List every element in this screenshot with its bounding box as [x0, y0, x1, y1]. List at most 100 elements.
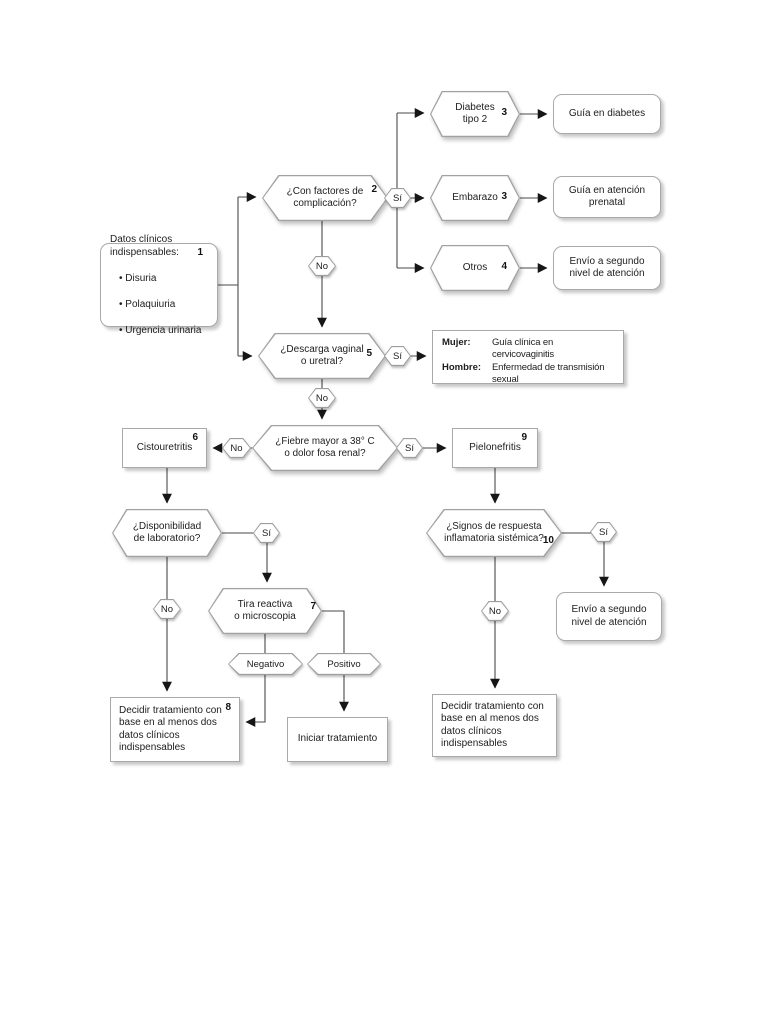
node-label: Iniciar tratamiento — [297, 733, 378, 745]
node-decidir-tratamiento-derecha: Decidir tratamiento con base en al menos… — [432, 694, 557, 757]
node-pielonefritis: 9 Pielonefritis — [452, 428, 538, 468]
pill-shape — [307, 653, 381, 675]
datos-item: • Urgencia urinaria — [119, 325, 202, 336]
connector-label: No — [160, 603, 174, 615]
node-decidir-tratamiento-izquierda: 8 Decidir tratamiento con base en al men… — [110, 697, 240, 762]
node-guia-en-diabetes: Guía en diabetes — [553, 94, 661, 134]
mujer-label: Mujer: — [442, 337, 471, 348]
decision-descarga-vaginal: ¿Descarga vaginal o uretral? 5 — [258, 333, 386, 379]
mujer-hombre-grid: Mujer: Guía clínica en cervicovaginitis … — [433, 331, 623, 392]
node-envio-segundo-nivel-2: Envío a segundo nivel de atención — [556, 592, 662, 641]
hexagon-shape — [430, 245, 520, 291]
connector-label: Sí — [262, 527, 271, 539]
node-number: 8 — [225, 702, 231, 713]
pill-shape — [590, 522, 617, 542]
pill-shape — [308, 388, 336, 408]
datos-content: Datos clínicos indispensables: • Disuria… — [101, 216, 207, 354]
connector-label: No — [230, 442, 243, 454]
node-datos-clinicos: 1 Datos clínicos indispensables: • Disur… — [100, 234, 218, 336]
decision-label: ¿Signos de respuesta inflamatoria sistém… — [444, 520, 544, 544]
connector-label: Sí — [405, 442, 414, 454]
pill-shape — [396, 438, 423, 458]
datos-title: Datos clínicos indispensables: — [110, 234, 179, 258]
node-number: 10 — [542, 535, 554, 546]
decision-diabetes-tipo-2: Diabetes tipo 2 3 — [430, 91, 520, 137]
node-number: 5 — [366, 348, 372, 359]
connector-si: Sí — [590, 522, 617, 542]
node-label: Envío a segundo nivel de atención — [571, 604, 647, 628]
node-label: Pielonefritis — [469, 441, 521, 453]
connector-label: Positivo — [327, 658, 361, 670]
mujer-text: Guía clínica en cervicovaginitis — [492, 337, 555, 361]
node-label: Guía en atención prenatal — [568, 184, 646, 209]
connector-label: Negativo — [246, 658, 285, 670]
node-envio-segundo-nivel-1: Envío a segundo nivel de atención — [553, 246, 661, 290]
decision-label: Embarazo — [452, 191, 498, 203]
node-label: Decidir tratamiento con base en al menos… — [119, 704, 222, 754]
decision-label: Tira reactiva o microscopia — [234, 598, 296, 623]
pill-shape — [153, 599, 181, 619]
node-label: Decidir tratamiento con base en al menos… — [441, 700, 544, 750]
hexagon-shape — [208, 588, 322, 634]
node-number: 3 — [501, 107, 507, 118]
node-label: Guía en diabetes — [568, 107, 646, 119]
connector-label: No — [315, 260, 329, 272]
node-number: 3 — [501, 191, 507, 202]
decision-disponibilidad-laboratorio: ¿Disponibilidad de laboratorio? — [112, 509, 222, 557]
pill-shape — [228, 653, 303, 675]
node-number: 4 — [501, 261, 507, 272]
hombre-text: Enfermedad de transmisión sexual — [492, 361, 605, 386]
connector-si: Sí — [384, 346, 411, 366]
decision-label: Diabetes tipo 2 — [455, 101, 495, 126]
node-number: 7 — [310, 601, 316, 612]
connector-si: Sí — [396, 438, 423, 458]
pill-shape — [222, 438, 251, 458]
connector-si: Sí — [253, 523, 280, 543]
node-number: 1 — [197, 247, 203, 258]
node-number: 2 — [371, 184, 377, 195]
node-mujer-hombre-referencia: Mujer: Guía clínica en cervicovaginitis … — [432, 330, 624, 385]
node-guia-atencion-prenatal: Guía en atención prenatal — [553, 176, 661, 218]
decision-otros: Otros 4 — [430, 245, 520, 291]
hexagon-shape — [430, 175, 520, 221]
node-iniciar-tratamiento: Iniciar tratamiento — [287, 717, 388, 762]
connector-no: No — [308, 256, 336, 276]
connector-no: No — [153, 599, 181, 619]
connector-no: No — [308, 388, 336, 408]
node-cistouretritis: 6 Cistouretritis — [122, 428, 207, 468]
connector-no: No — [481, 601, 509, 621]
node-label: Cistouretritis — [136, 441, 193, 453]
hexagon-shape — [252, 425, 398, 471]
hexagon-shape — [262, 175, 388, 221]
pill-shape — [384, 346, 411, 366]
node-label: Envío a segundo nivel de atención — [569, 255, 645, 280]
hexagon-shape — [258, 333, 386, 379]
hexagon-shape — [430, 91, 520, 137]
decision-tira-reactiva: Tira reactiva o microscopia 7 — [208, 588, 322, 634]
connector-label: No — [315, 392, 329, 404]
connector-negativo: Negativo — [228, 653, 303, 675]
hexagon-shape — [426, 509, 562, 557]
decision-label: Otros — [462, 261, 488, 273]
pill-shape — [253, 523, 280, 543]
pill-shape — [481, 601, 509, 621]
datos-item: • Disuria — [119, 273, 157, 284]
decision-fiebre-dolor-renal: ¿Fiebre mayor a 38° C o dolor fosa renal… — [252, 425, 398, 471]
decision-label: ¿Descarga vaginal o uretral? — [280, 343, 364, 368]
connector-label: Sí — [599, 526, 608, 538]
connector-label: No — [488, 605, 502, 617]
decision-embarazo: Embarazo 3 — [430, 175, 520, 221]
pill-shape — [384, 188, 411, 208]
decision-label: ¿Fiebre mayor a 38° C o dolor fosa renal… — [275, 435, 375, 459]
node-number: 6 — [192, 432, 198, 443]
datos-item: • Polaquiuria — [119, 299, 176, 310]
hombre-label: Hombre: — [442, 361, 482, 373]
decision-con-factores: ¿Con factores de complicación? 2 — [262, 175, 388, 221]
connector-label: Sí — [393, 192, 402, 204]
pill-shape — [308, 256, 336, 276]
connector-si: Sí — [384, 188, 411, 208]
connector-label: Sí — [393, 350, 402, 362]
node-number: 9 — [521, 432, 527, 443]
decision-respuesta-inflamatoria: ¿Signos de respuesta inflamatoria sistém… — [426, 509, 562, 557]
